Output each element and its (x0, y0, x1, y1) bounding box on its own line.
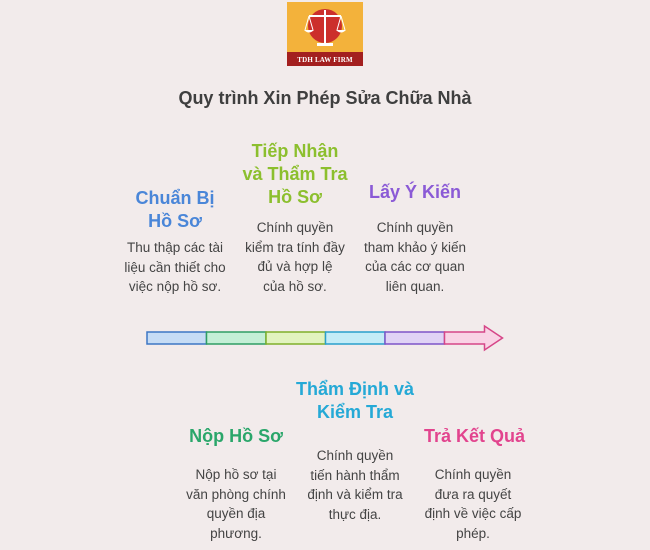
timeline-segment (205, 331, 267, 345)
step-title-nop-ho-so: Nộp Hồ Sơ (189, 426, 283, 446)
step-title-tham-dinh-kiem-tra: Thẩm Định và Kiểm Tra (295, 379, 415, 422)
timeline-segment (384, 331, 446, 345)
step-title-chuan-bi-ho-so: Chuẩn Bị Hồ Sơ (135, 188, 215, 231)
step-title-lay-y-kien: Lấy Ý Kiến (368, 182, 462, 202)
step-desc-tham-dinh-kiem-tra: Chính quyền tiến hành thẩm định và kiểm … (307, 448, 403, 522)
timeline-segment (265, 331, 327, 345)
step-desc-chuan-bi-ho-so: Thu thập các tài liệu cần thiết cho việc… (124, 240, 226, 294)
timeline-segment (324, 331, 386, 345)
timeline-arrowhead-segment (443, 324, 504, 352)
step-desc-nop-ho-so: Nộp hồ sơ tại văn phòng chính quyền địa … (186, 467, 286, 541)
step-title-tra-ket-qua: Trả Kết Quả (423, 426, 526, 446)
step-title-tiep-nhan-tham-tra: Tiếp Nhận và Thẩm Tra Hồ Sơ (242, 141, 348, 207)
logo-text: TDH LAW FIRM (297, 56, 353, 64)
step-desc-lay-y-kien: Chính quyền tham khảo ý kiến của các cơ … (363, 220, 467, 294)
step-desc-tra-ket-qua: Chính quyền đưa ra quyết định về việc cấ… (424, 467, 522, 541)
logo: TDH LAW FIRM (287, 2, 363, 66)
step-desc-tiep-nhan-tham-tra: Chính quyền kiểm tra tính đầy đủ và hợp … (245, 220, 345, 294)
timeline-segment (146, 331, 208, 345)
scales-of-justice-icon (287, 2, 363, 66)
timeline-arrow (146, 324, 504, 352)
diagram-title: Quy trình Xin Phép Sửa Chữa Nhà (178, 88, 472, 108)
